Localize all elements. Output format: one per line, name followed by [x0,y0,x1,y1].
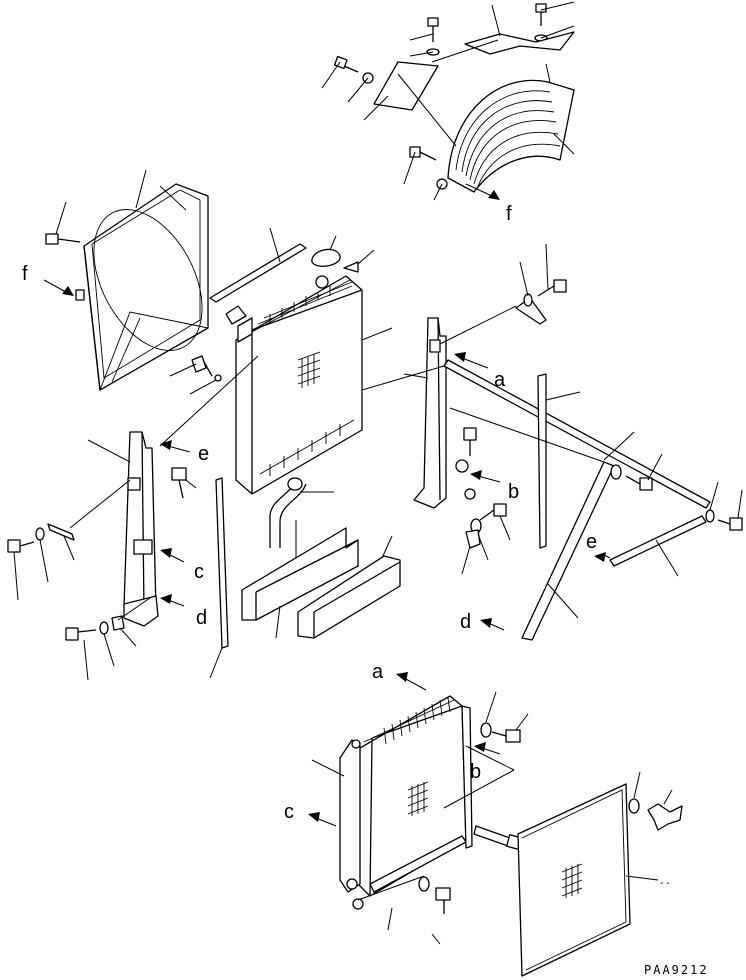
label-d-left: d [196,607,207,629]
right-stays [403,243,743,641]
label-d-right: d [460,611,471,633]
washer-left-bottom [99,621,109,635]
bolt-right-e [717,517,743,531]
bolt-frame-long [473,825,522,850]
diagonal-stay [443,359,711,509]
lower-stay-bar [609,515,707,567]
label-c-lower: c [284,801,294,823]
bolt-right-stay [625,475,653,491]
shroud-clip [75,289,85,301]
vertical-strip-right [537,373,547,549]
label-e-right: e [586,531,597,553]
screen-panel: - - [517,771,683,977]
fan-guard-assembly [321,1,575,201]
bolt-left-mid [171,467,187,499]
tension-rod [521,461,615,641]
washer-screen [628,798,640,814]
label-b-lower: b [470,761,481,783]
label-a-lower: a [372,661,384,683]
arrow-e-left: e [160,440,209,465]
bolt-right-c [479,503,507,521]
bolt-top-1 [427,17,439,42]
label-e-left: e [198,443,209,465]
fan-guard-arc [447,79,575,193]
arrow-d-left: d [160,594,207,629]
nut-left-bottom [111,615,125,631]
wing-nut [647,803,683,831]
clip-left [47,523,75,541]
label-a-upper: a [494,369,506,391]
wedge-block [343,261,359,273]
arrow-f-top: f [465,183,512,225]
bolt-frame-top [480,691,529,743]
label-f-left: f [22,263,28,285]
lower-duct [241,527,401,639]
bolt-radiator-side [191,355,213,377]
bolt-left-lower [7,539,35,553]
arrow-a-upper: a [454,352,506,391]
left-support-column [7,431,229,681]
arrow-a-lower: a [372,661,427,691]
label-c-left: c [194,561,204,583]
arrow-c-lower: c [284,801,337,827]
mount-block [225,305,247,325]
long-strip-left [215,477,229,649]
label-f-top: f [506,203,512,225]
bolt-right-b [463,427,477,456]
arrow-c-left: c [160,548,204,583]
guard-bracket-top [464,31,575,55]
radiator-cap [311,248,341,267]
bolt-frame-bottom [418,876,451,914]
drawing-code: PAA9212 [644,963,709,977]
seal-strip [209,243,307,303]
bolt-shroud [45,233,81,245]
arrow-d-right: d [460,611,505,633]
bolt-left-bottom [65,627,97,641]
radiator-frame-lower [311,695,473,945]
label-b-upper: b [508,481,519,503]
arrow-b-lower: b [470,742,501,783]
radiator-upper [169,227,393,495]
arrow-f-left: f [22,263,74,296]
arrow-e-right: e [586,531,611,562]
bolt-right-upper [537,279,567,297]
guard-plate [373,61,439,111]
arrow-b-upper: b [470,470,519,503]
svg-text:- -: - - [660,878,669,889]
bolt-top-2 [535,3,547,26]
washer-left-lower [35,527,45,541]
bolt-guard-lower [409,146,437,161]
fan-shroud [45,169,209,391]
